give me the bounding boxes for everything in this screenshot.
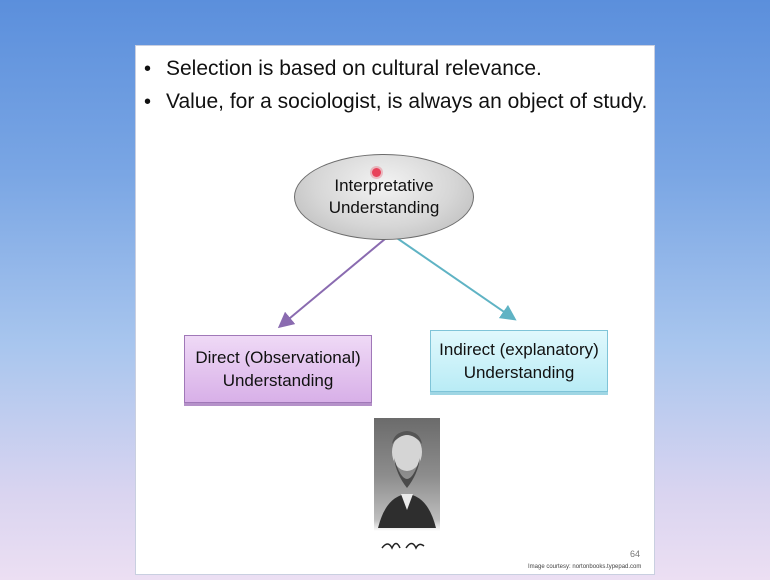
bullet-item: • Value, for a sociologist, is always an… [136, 87, 656, 117]
signature-image [381, 542, 425, 550]
node-label: Interpretative Understanding [328, 176, 440, 217]
image-credit: Image courtesy: nortonbooks.typepad.com [528, 564, 642, 570]
node-label: Direct (Observational) Understanding [195, 348, 361, 390]
node-label: Indirect (explanatory) Understanding [439, 340, 599, 382]
pointer-dot [372, 168, 381, 177]
slide: • Selection is based on cultural relevan… [135, 45, 655, 575]
arrow-to-direct [277, 233, 392, 329]
node-direct-understanding: Direct (Observational) Understanding [184, 335, 372, 403]
bullet-symbol: • [144, 91, 152, 113]
node-interpretative-understanding: Interpretative Understanding [294, 154, 474, 240]
node-indirect-understanding: Indirect (explanatory) Understanding [430, 330, 608, 392]
portrait-drawing [378, 431, 436, 550]
bullet-text: Value, for a sociologist, is always an o… [166, 90, 648, 113]
page-number: 64 [629, 549, 640, 559]
arrow-to-indirect [390, 233, 517, 321]
bullet-text: Selection is based on cultural relevance… [166, 57, 542, 80]
bullet-symbol: • [144, 58, 152, 80]
diagram-arrows [277, 233, 517, 329]
bullet-list: • Selection is based on cultural relevan… [136, 54, 656, 120]
bullet-item: • Selection is based on cultural relevan… [136, 54, 656, 84]
portrait-image [374, 418, 440, 563]
